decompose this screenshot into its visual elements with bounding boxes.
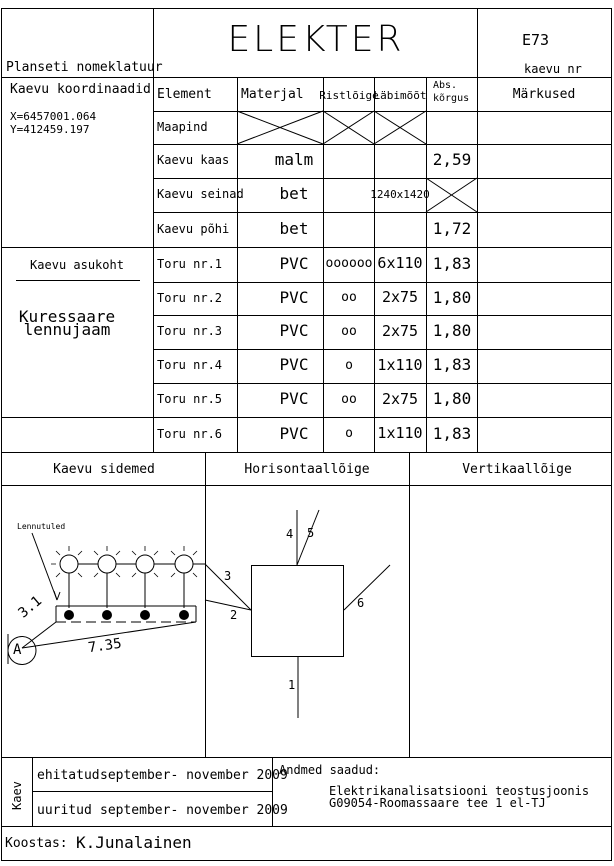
row-cross-section: oooooo [325, 256, 373, 271]
well-number-label: kaevu nr [524, 62, 582, 76]
row-material: PVC [279, 355, 309, 374]
row-diameter: 2x75 [381, 288, 419, 306]
section-vertical: Vertikaallõige [462, 462, 572, 477]
header-diameter: Läbimõõt [373, 89, 427, 102]
row-material: malm [274, 150, 314, 169]
well-number: E73 [522, 31, 550, 49]
row-diameter: 2x75 [381, 389, 419, 408]
row-height: 1,83 [432, 423, 472, 443]
pipe-label-6: 6 [357, 596, 365, 610]
location-label: Kaevu asukoht [30, 258, 124, 272]
row-element: Toru nr.4 [157, 358, 223, 372]
row-material: bet [279, 184, 309, 203]
row-height: 1,72 [432, 218, 472, 238]
row-diameter: 1240x1420 [370, 187, 430, 201]
row-element: Toru nr.5 [157, 392, 223, 406]
row-diameter: 6x110 [377, 254, 423, 272]
header-notes: Märkused [512, 87, 576, 102]
coordinate-x: X=6457001.064 [10, 110, 97, 123]
row-element: Maapind [157, 119, 208, 134]
data-source-label: Andmed saadud: [279, 763, 381, 777]
row-element: Toru nr.3 [157, 324, 223, 338]
horizontal-section-sketch [251, 509, 391, 718]
row-element: Toru nr.1 [157, 256, 223, 271]
surveyed-label: uuritud [37, 803, 92, 818]
light-fixtures [64, 610, 189, 620]
row-diameter: 2x75 [381, 321, 419, 340]
row-material: PVC [279, 389, 309, 408]
header-cross-section: Ristlõige [319, 89, 379, 102]
row-element: Toru nr.2 [157, 290, 223, 305]
point-a-label: A [13, 642, 22, 658]
row-height: 1,80 [432, 321, 472, 340]
nomenclature-label: Planseti nomeklatuur [6, 60, 163, 75]
row-height: 1,80 [432, 287, 472, 307]
well-outline [251, 565, 344, 657]
row-element: Kaevu põhi [157, 221, 230, 236]
header-abs-height-1: Abs. [433, 80, 458, 91]
built-label: ehitatud [37, 768, 100, 783]
row-material: PVC [279, 287, 309, 307]
surveyed-value: september- november 2009 [100, 803, 288, 818]
source-line1: Elektrikanalisatsiooni teostusjoonis [329, 784, 590, 798]
header-abs-height-2: kõrgus [433, 93, 470, 104]
row-material: bet [279, 218, 309, 238]
row-height: 1,83 [432, 355, 472, 374]
location-line2: lennujaam [23, 320, 111, 339]
point-a-marker [7, 634, 37, 665]
pipe-label-3: 3 [224, 569, 232, 583]
row-diameter: 1x110 [377, 355, 423, 374]
pipe-label-2: 2 [230, 608, 238, 622]
pipe-label-1: 1 [288, 678, 296, 692]
row-material: PVC [279, 253, 309, 273]
runway-lights [51, 546, 205, 608]
row-element: Kaevu seinad [157, 187, 244, 201]
row-element: Toru nr.6 [157, 426, 223, 441]
row-cross-section: oo [341, 290, 357, 305]
location-line1: Kuressaare [18, 307, 116, 326]
row-cross-section: oo [341, 391, 357, 407]
built-value: september- november 2009 [100, 768, 288, 783]
document-title: ELEKTER [227, 19, 405, 60]
pipe-label-5: 5 [307, 526, 315, 540]
row-height: 1,80 [432, 389, 472, 408]
well-label: Kaev [10, 781, 24, 810]
author-name: K.Junalainen [76, 833, 192, 852]
runway-lights-label: Lennutuled [17, 522, 66, 531]
row-element: Kaevu kaas [157, 153, 230, 167]
author-label: Koostas: [5, 836, 68, 851]
row-material: PVC [279, 423, 309, 443]
row-cross-section: o [345, 426, 353, 441]
connections-sketch [7, 532, 252, 665]
header-element: Element [157, 87, 212, 102]
pipe-label-4: 4 [286, 527, 294, 541]
row-height: 1,83 [432, 253, 472, 273]
row-material: PVC [279, 321, 309, 340]
row-cross-section: o [345, 357, 353, 373]
coordinates-label: Kaevu koordinaadid [10, 82, 151, 97]
row-diameter: 1x110 [377, 424, 423, 442]
section-horizontal: Horisontaallõige [244, 462, 370, 477]
header-material: Materjal [241, 87, 304, 102]
source-line2: G09054-Roomassaare tee 1 el-TJ [329, 796, 546, 810]
row-height: 2,59 [432, 150, 472, 169]
coordinate-y: Y=412459.197 [10, 123, 90, 136]
row-cross-section: oo [341, 323, 357, 339]
section-connections: Kaevu sidemed [53, 462, 155, 477]
